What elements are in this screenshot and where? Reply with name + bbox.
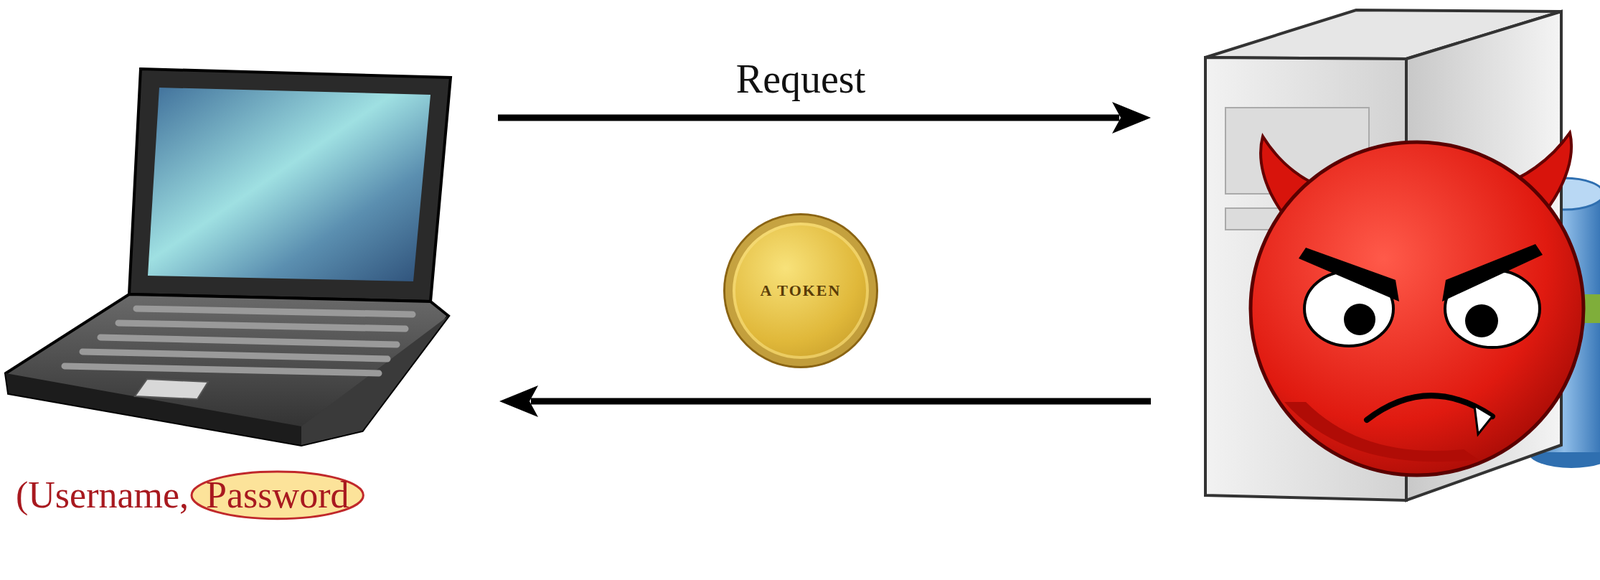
node-text: Password: [205, 473, 349, 517]
response-arrow: [499, 385, 1151, 417]
token-coin: A TOKEN: [723, 213, 879, 369]
ellipse-shape: [191, 471, 364, 519]
request-arrow: [497, 101, 1151, 134]
node-text: A TOKEN: [760, 281, 842, 300]
credentials-label: (Username,: [15, 473, 189, 517]
devil-icon: [1250, 132, 1584, 475]
laptop-icon: [5, 68, 451, 445]
arrow-label: Request: [736, 55, 866, 102]
server-icon: [1205, 10, 1600, 501]
password-ellipse: Password: [190, 469, 365, 521]
